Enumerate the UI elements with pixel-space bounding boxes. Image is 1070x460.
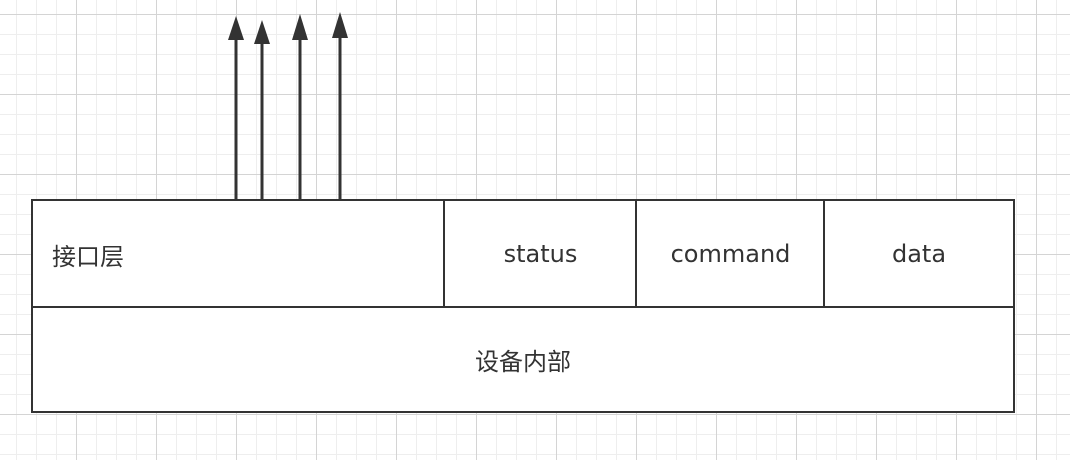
data-register-box: data [823, 199, 1015, 309]
arrow-1 [228, 16, 244, 200]
status-register-label: status [503, 240, 578, 268]
arrow-2 [254, 20, 270, 200]
device-internal-label: 设备内部 [475, 348, 571, 376]
status-register-box: status [443, 199, 638, 309]
interface-layer-box: 接口层 [31, 199, 446, 309]
interface-layer-label: 接口层 [52, 242, 124, 271]
command-register-box: command [635, 199, 826, 309]
command-register-label: command [670, 240, 791, 268]
device-internal-box: 设备内部 [31, 306, 1015, 413]
data-register-label: data [891, 240, 947, 268]
arrow-3 [292, 14, 308, 200]
arrow-4 [332, 12, 348, 200]
